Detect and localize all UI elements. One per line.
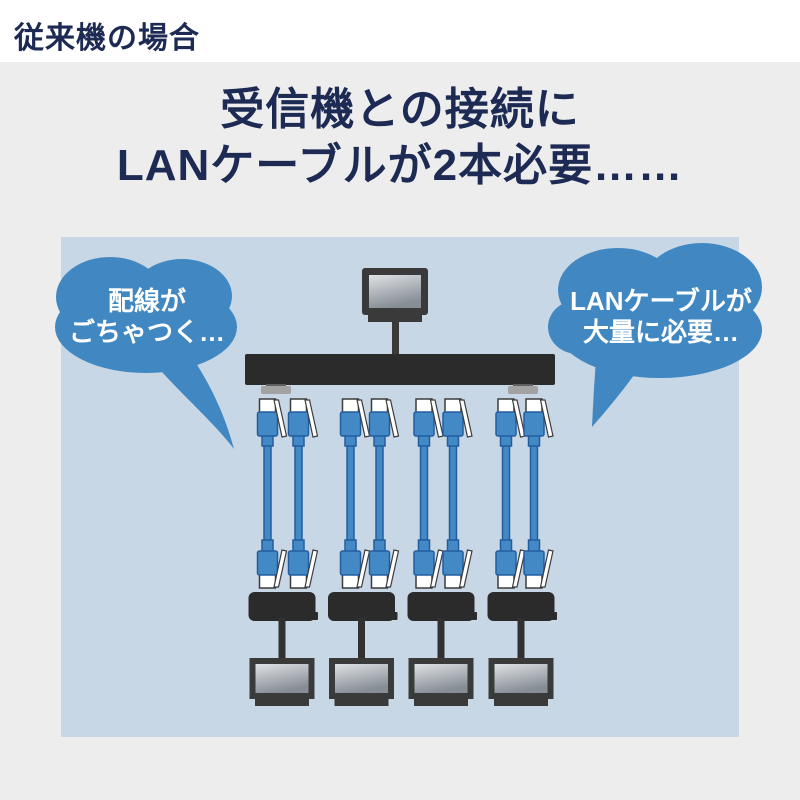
- lan-cable-icon: [495, 398, 526, 589]
- bubble-right-text: LANケーブルが 大量に必要…: [558, 286, 764, 348]
- receiver-monitor-icon: [328, 592, 398, 706]
- source-display-icon: [362, 268, 428, 356]
- speech-bubble-left: [55, 257, 237, 449]
- lan-cable-icon: [368, 398, 400, 589]
- lan-cable-icon: [442, 398, 473, 589]
- lan-cable-icon: [339, 398, 371, 589]
- bubble-left-line2: ごちゃつく…: [68, 317, 225, 347]
- header-band: [0, 0, 800, 62]
- page-title-line2: LANケーブルが2本必要……: [116, 141, 684, 190]
- lan-cable-icon: [413, 398, 444, 589]
- bubble-left-text: 配線が ごちゃつく…: [58, 286, 236, 348]
- receiver-monitor-icon: [248, 592, 318, 706]
- splitter-bar-icon: [245, 354, 555, 394]
- lan-cable-icon: [287, 398, 319, 589]
- speech-bubble-right: [548, 243, 762, 427]
- page-title: 受信機との接続に LANケーブルが2本必要……: [0, 82, 800, 194]
- page-title-line1: 受信機との接続に: [220, 85, 580, 134]
- lan-cable-icon: [523, 398, 554, 589]
- conventional-model-label: 従来機の場合: [14, 22, 200, 55]
- receiver-monitor-icon: [487, 592, 557, 706]
- lan-cable-icon: [256, 398, 288, 589]
- bubble-right-line2: 大量に必要…: [582, 317, 739, 347]
- bubble-left-line1: 配線が: [107, 286, 186, 316]
- receiver-monitor-icon: [407, 592, 477, 706]
- bubble-right-line1: LANケーブルが: [570, 286, 752, 316]
